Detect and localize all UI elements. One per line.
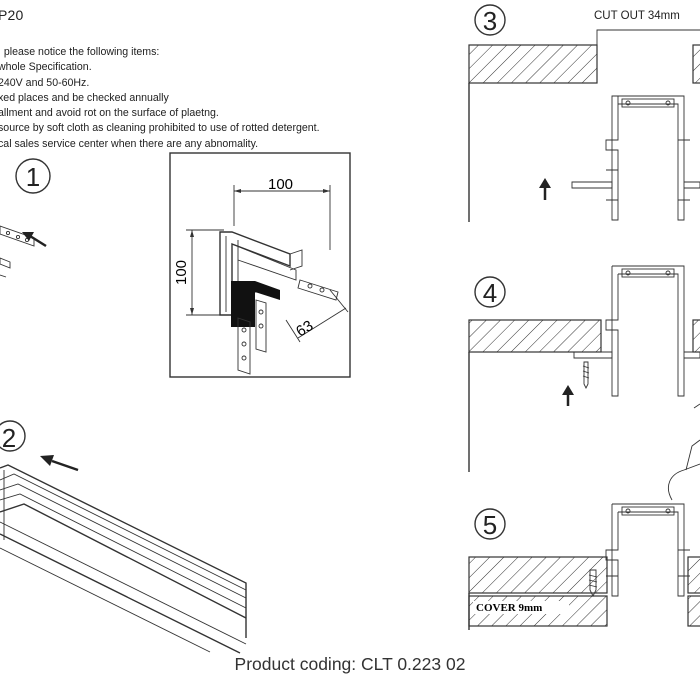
ceiling-section: [468, 44, 598, 84]
note-line: , please notice the following items:: [0, 46, 160, 58]
safety-notes: , please notice the following items: who…: [0, 45, 320, 152]
step-number: 3: [483, 6, 497, 36]
track-profile-illustration: [0, 464, 247, 654]
step-number: 2: [2, 423, 16, 453]
note-line: allment and avoid rot on the surface of …: [0, 107, 219, 120]
arrow-icon: [539, 178, 551, 200]
arrow-icon: [22, 232, 47, 248]
step-number-circle: [0, 420, 26, 452]
product-coding: Product coding: CLT 0.223 02: [234, 654, 466, 674]
arrow-icon: [562, 385, 574, 406]
corner-connector-illustration: [219, 231, 339, 375]
hand-screwdriver-illustration: [668, 403, 700, 501]
note-line: 240V and 50-60Hz.: [0, 76, 90, 89]
step-4: 4: [468, 265, 700, 501]
step-1: 1: [0, 158, 51, 278]
note-line: cal sales service center when there are …: [0, 137, 259, 150]
dimension-height: 100: [173, 260, 190, 285]
track-profile-illustration: [571, 95, 700, 221]
step-number-circle: [474, 508, 506, 540]
step-number: 5: [483, 510, 497, 540]
note-line: xed places and be checked annually: [0, 91, 169, 104]
dimension-depth: 63: [293, 317, 316, 340]
cover-label: COVER 9mm: [476, 602, 542, 614]
note-line: whole Specification.: [0, 61, 92, 74]
screw-icon: [582, 361, 590, 390]
ceiling-section: [692, 44, 700, 84]
step-2: 2: [0, 420, 247, 654]
step-3: 3: [468, 4, 700, 222]
step-number-circle: [474, 276, 506, 308]
step-number-circle: [474, 4, 506, 36]
arrow-icon: [40, 455, 79, 472]
step-5: 5 COVER 9mm: [468, 503, 700, 630]
ceiling-section: [468, 319, 602, 353]
ceiling-section: [468, 556, 608, 594]
dimension-width: 100: [268, 176, 293, 193]
document-title: P20: [0, 7, 24, 23]
ceiling-section: [692, 319, 700, 353]
step-number: 1: [26, 162, 40, 192]
cut-out-label: CUT OUT 34mm: [594, 10, 680, 22]
corner-detail-box: 100 100 63: [169, 152, 351, 378]
track-profile-illustration: [573, 265, 700, 397]
note-line: source by soft cloth as cleaning prohibi…: [0, 122, 320, 135]
step-number-circle: [15, 158, 51, 194]
track-profile-illustration: [605, 503, 690, 597]
screw-icon: [588, 569, 598, 598]
step-number: 4: [483, 278, 497, 308]
